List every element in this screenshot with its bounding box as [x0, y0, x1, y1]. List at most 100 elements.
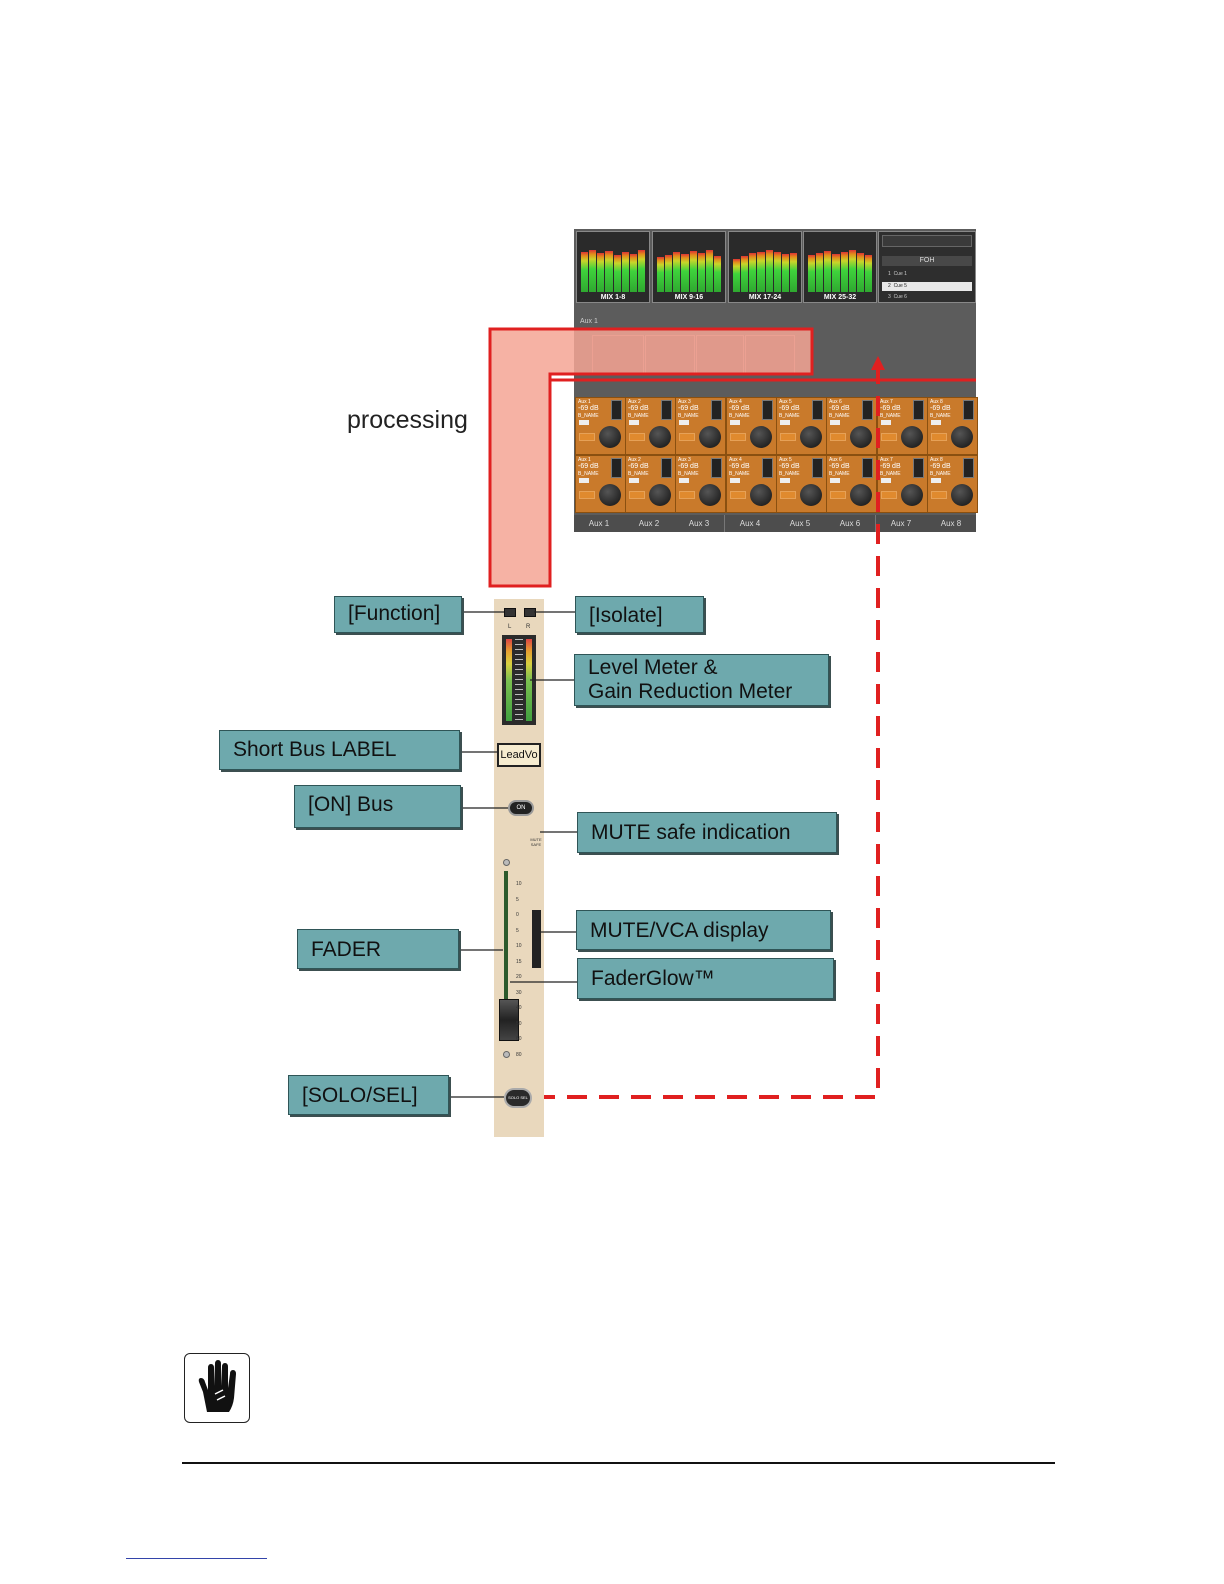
- aux-on-button[interactable]: [780, 433, 796, 441]
- meter-bar-right: [526, 639, 532, 721]
- foh-list-item[interactable]: 1 Cue 1: [888, 271, 907, 277]
- aux-on-button[interactable]: [830, 433, 846, 441]
- aux-on-button[interactable]: [730, 433, 746, 441]
- aux-on-button[interactable]: [629, 491, 645, 499]
- aux-on-button[interactable]: [679, 491, 695, 499]
- aux-pre-button[interactable]: [881, 478, 891, 483]
- aux-pre-button[interactable]: [730, 478, 740, 483]
- aux-on-button[interactable]: [931, 433, 947, 441]
- aux-send-bus-name: B_NAME: [678, 471, 699, 477]
- mix-meter-block[interactable]: MIX 1-8: [576, 231, 650, 303]
- aux-level-knob[interactable]: [649, 426, 671, 448]
- aux-level-knob[interactable]: [800, 426, 822, 448]
- aux-level-knob[interactable]: [750, 426, 772, 448]
- aux-tab[interactable]: Aux 8: [926, 515, 976, 532]
- aux-level-knob[interactable]: [599, 426, 621, 448]
- aux-on-button[interactable]: [730, 491, 746, 499]
- aux-pre-button[interactable]: [579, 478, 589, 483]
- aux-send-bus-name: B_NAME: [779, 471, 800, 477]
- aux-level-knob[interactable]: [850, 484, 872, 506]
- aux-pre-button[interactable]: [679, 478, 689, 483]
- aux-level-knob[interactable]: [951, 484, 973, 506]
- aux-on-button[interactable]: [579, 433, 595, 441]
- aux-send-bus-name: B_NAME: [578, 413, 599, 419]
- aux-level-knob[interactable]: [649, 484, 671, 506]
- aux-tab[interactable]: Aux 3: [674, 515, 725, 532]
- aux-pre-button[interactable]: [830, 420, 840, 425]
- aux-pre-button[interactable]: [780, 478, 790, 483]
- aux-on-button[interactable]: [830, 491, 846, 499]
- aux-level-knob[interactable]: [951, 426, 973, 448]
- function-callout: [Function]: [334, 596, 462, 633]
- aux-on-button[interactable]: [881, 491, 897, 499]
- aux-level-knob[interactable]: [750, 484, 772, 506]
- aux-level-knob[interactable]: [699, 426, 721, 448]
- aux-on-button[interactable]: [780, 491, 796, 499]
- on-bus-button[interactable]: ON: [508, 800, 534, 816]
- aux-send-bus-name: B_NAME: [729, 413, 750, 419]
- fader-knob[interactable]: [499, 999, 519, 1041]
- aux-send-bus-name: B_NAME: [729, 471, 750, 477]
- aux-send-level: -69 dB: [628, 405, 649, 412]
- aux-level-knob[interactable]: [901, 426, 923, 448]
- aux-on-button[interactable]: [931, 491, 947, 499]
- aux-pre-button[interactable]: [881, 420, 891, 425]
- aux-on-button[interactable]: [679, 433, 695, 441]
- aux-pre-button[interactable]: [629, 478, 639, 483]
- mix-meter-block[interactable]: MIX 25-32: [803, 231, 877, 303]
- hand-warning-icon: [184, 1353, 250, 1423]
- aux-pre-button[interactable]: [579, 420, 589, 425]
- aux-on-button[interactable]: [629, 433, 645, 441]
- aux-pre-button[interactable]: [730, 420, 740, 425]
- aux-tab[interactable]: Aux 6: [825, 515, 876, 532]
- aux-send-bus-name: B_NAME: [779, 413, 800, 419]
- mix-meter-block[interactable]: MIX 17-24: [728, 231, 802, 303]
- aux-level-knob[interactable]: [699, 484, 721, 506]
- foh-list-item[interactable]: 3 Cue 6: [888, 294, 907, 300]
- aux-pre-button[interactable]: [629, 420, 639, 425]
- solo-sel-button[interactable]: SOLO SEL: [504, 1088, 532, 1108]
- aux-on-button[interactable]: [881, 433, 897, 441]
- aux-send-level: -69 dB: [729, 463, 750, 470]
- function-button[interactable]: [504, 608, 516, 617]
- aux-pre-button[interactable]: [931, 420, 941, 425]
- aux-send-level: -69 dB: [578, 463, 599, 470]
- console-screen: MIX 1-8 MIX 9-16 MIX 17-24 MIX 25-32 FOH…: [574, 229, 978, 532]
- aux-mini-meter: [913, 400, 924, 420]
- aux-mini-meter: [963, 400, 974, 420]
- aux-pre-button[interactable]: [780, 420, 790, 425]
- footer-link-underline[interactable]: [126, 1558, 267, 1559]
- aux-send-name: Aux 4: [729, 457, 742, 463]
- faderglow-callout: FaderGlow™: [577, 958, 834, 999]
- aux-pre-button[interactable]: [931, 478, 941, 483]
- aux-level-knob[interactable]: [599, 484, 621, 506]
- aux-mini-meter: [611, 400, 622, 420]
- aux-pre-button[interactable]: [830, 478, 840, 483]
- aux-level-knob[interactable]: [800, 484, 822, 506]
- aux-pre-button[interactable]: [679, 420, 689, 425]
- aux-on-button[interactable]: [579, 491, 595, 499]
- aux-level-knob[interactable]: [901, 484, 923, 506]
- aux-send-bus-name: B_NAME: [880, 471, 901, 477]
- aux-level-knob[interactable]: [850, 426, 872, 448]
- foh-list-item[interactable]: 2 Cue 5: [882, 282, 972, 291]
- footer-rule: [182, 1462, 1055, 1464]
- mix-meter-block[interactable]: MIX 9-16: [652, 231, 726, 303]
- meter-bars: [581, 242, 645, 292]
